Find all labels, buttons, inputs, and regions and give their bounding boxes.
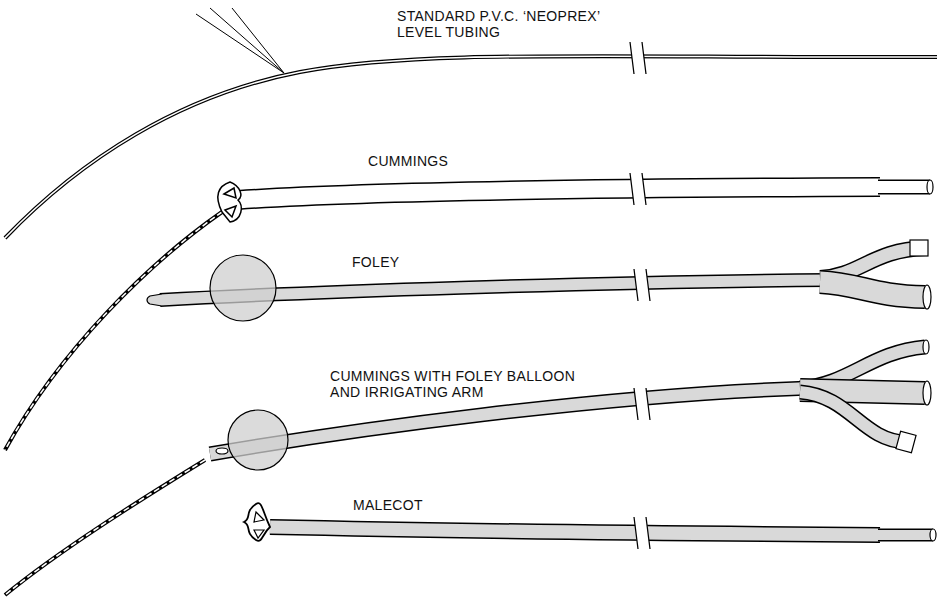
catheter-label: CUMMINGS WITH FOLEY BALLOON AND IRRIGATI… [330, 368, 605, 400]
catheter-label: FOLEY [352, 254, 552, 270]
catheter-label: CUMMINGS [368, 153, 568, 169]
catheter-label: MALECOT [353, 497, 553, 513]
tubing-label: STANDARD P.V.C. ‘NEOPREX’ LEVEL TUBING [397, 8, 627, 40]
